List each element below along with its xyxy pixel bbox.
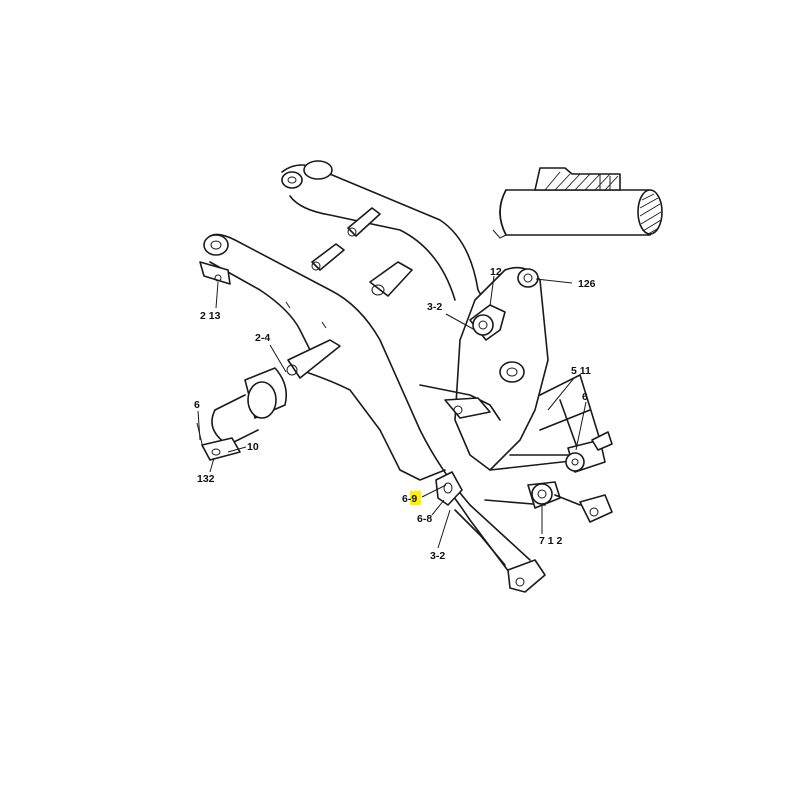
callout-12: 12 [490, 266, 502, 278]
callouts: 12 126 3-2 2 13 2-4 5 11 6 6 10 132 6-9 … [194, 266, 596, 562]
callout-126: 126 [578, 278, 596, 290]
callout-2-4: 2-4 [255, 332, 270, 344]
frame-cross-members [484, 374, 613, 523]
callout-10: 10 [247, 441, 259, 453]
rear-boom-arm [281, 160, 491, 311]
callout-3-2-top: 3-2 [427, 301, 442, 313]
bellcrank-linkage [419, 266, 549, 471]
pin-detail-inset [492, 167, 663, 239]
highlight-6-9 [410, 491, 421, 505]
boom-cylinder [196, 339, 341, 461]
leader-lines [197, 275, 587, 549]
lower-link [435, 471, 546, 593]
callout-6-left: 6 [194, 399, 200, 411]
callout-6-8: 6-8 [417, 513, 432, 525]
callout-2-13: 2 13 [200, 310, 221, 322]
callout-5-11: 5 11 [571, 365, 591, 377]
callout-132: 132 [197, 473, 215, 485]
callout-3-2-bottom: 3-2 [430, 550, 445, 562]
callout-6-right: 6 [582, 391, 588, 403]
cross-pins [311, 207, 413, 297]
callout-7-1-2: 7 1 2 [539, 535, 563, 547]
callout-6-9: 6-9 [402, 493, 417, 505]
